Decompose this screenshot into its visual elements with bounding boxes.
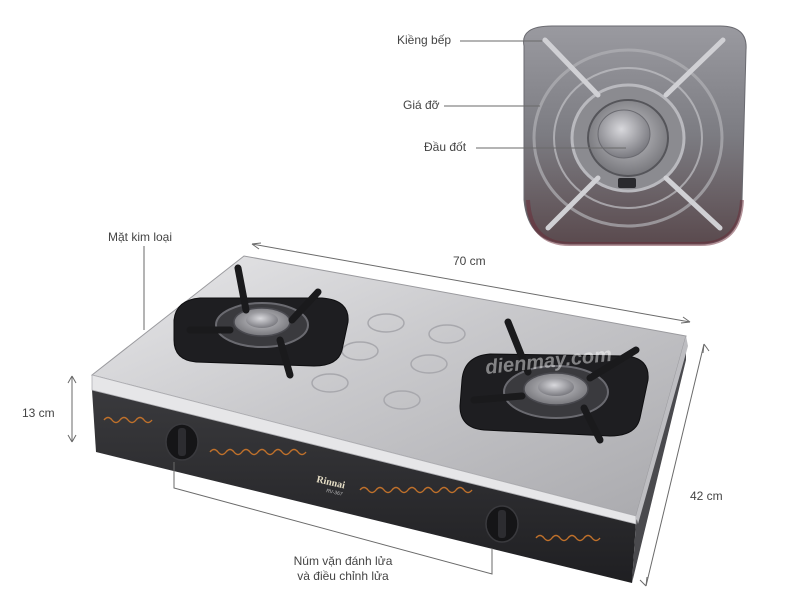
front-wave-decoration [103,416,153,424]
embossed-dot [410,354,448,374]
right-grate-arm [586,346,640,382]
left-grate-arm [288,288,322,324]
model-number: RV-367 [326,488,344,498]
inset-grate-arm [545,175,601,231]
left-burner-cap [246,312,278,328]
annotation-lines [67,40,710,587]
callout-knob-bracket [173,462,493,575]
stove-front-lip [91,374,637,525]
inset-burner-cap [597,109,651,159]
dimension-width-arrow [251,242,691,324]
right-grate-arm [470,392,526,404]
label-knob-line1: Núm vặn đánh lửa [293,554,393,568]
left-grate-arm [276,336,294,379]
gas-stove: Rinnai RV-367 dienmay.com [90,255,688,583]
left-grate-arm [234,264,250,314]
label-height: 13 cm [22,406,55,420]
inset-igniter [618,178,636,188]
right-burner-cap [538,378,574,396]
label-burner-head: Đầu đốt [424,140,467,154]
label-grate: Kiềng bếp [397,33,452,47]
label-depth: 42 cm [690,489,723,503]
inset-bowl-shadow [526,199,744,246]
burner-detail-inset [523,25,747,246]
embossed-dot [383,390,421,410]
embossed-dot [428,324,466,344]
label-width: 70 cm [453,254,486,268]
inset-grate-arm [663,37,726,98]
embossed-dot [367,313,405,333]
embossed-dot [311,373,349,393]
left-burner [173,264,349,379]
label-knob-line2: và điều chỉnh lửa [297,569,389,583]
stove-side-lip [636,336,688,524]
stove-side-panel [632,345,686,583]
front-wave-decoration [535,534,601,542]
front-wave-decoration [209,448,307,456]
right-grate-arm [580,404,604,444]
inset-ring-2 [553,67,703,209]
dimension-height-arrow [67,375,77,443]
right-grate-arm [504,318,532,376]
inset-grate-arm [542,37,601,98]
label-support: Giá đỡ [403,98,440,112]
dimension-depth-arrow [639,343,710,587]
inset-ring-outer [532,48,724,228]
inset-grate-arm [663,175,723,231]
dimension-width-line [251,243,691,323]
label-metal-surface: Mặt kim loại [108,230,173,244]
right-control-knob [485,505,519,543]
right-burner [459,318,649,444]
front-wave-decoration [359,486,473,494]
left-control-knob [165,423,199,461]
dimension-depth-line [645,343,705,587]
